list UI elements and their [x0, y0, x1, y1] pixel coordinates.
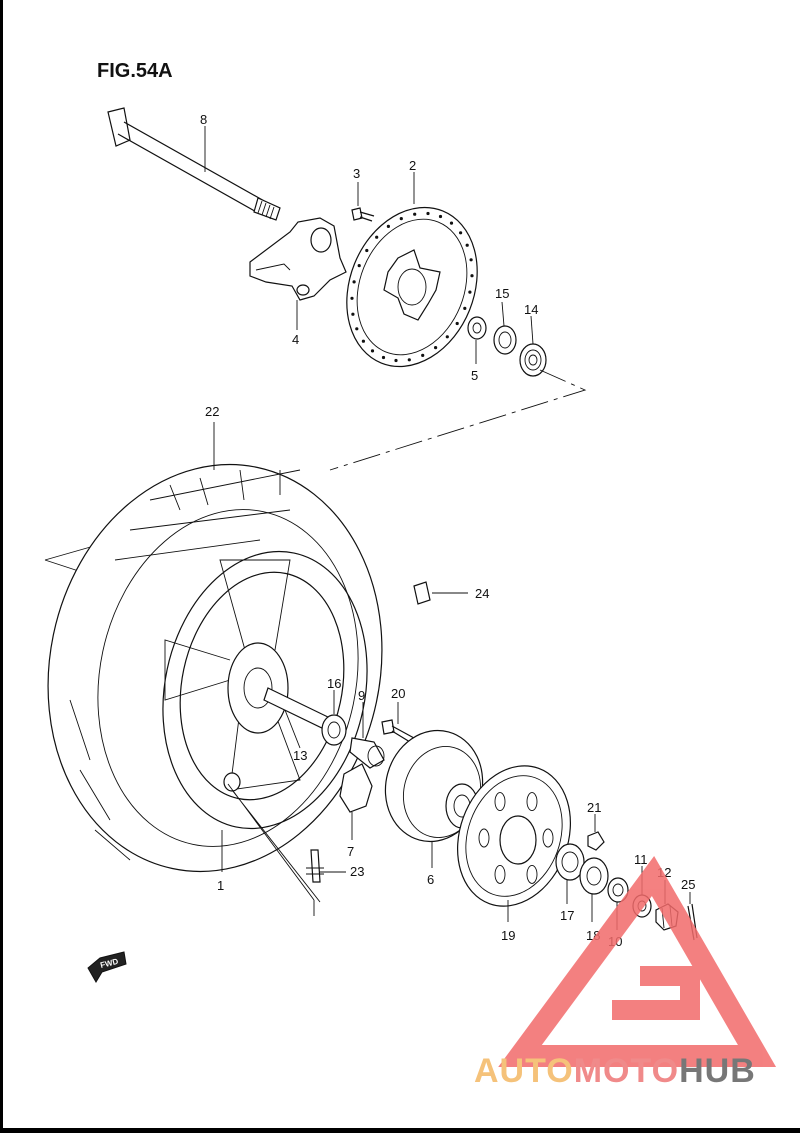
disc-hole: [426, 211, 430, 216]
disc-hole: [386, 224, 390, 228]
sprocket-carrier-part-6: [384, 729, 484, 868]
label-6: 6: [427, 872, 434, 887]
label-15: 15: [495, 286, 509, 301]
brake-disc-part-2: [346, 172, 478, 368]
sprocket-part-19: [456, 765, 572, 922]
disc-hole: [421, 353, 425, 357]
tire-part-22: [47, 422, 383, 873]
label-16: 16: [327, 676, 341, 691]
oil-seal-part-18: [579, 857, 609, 922]
disc-hole: [351, 312, 355, 316]
disc-hole: [350, 296, 354, 300]
label-21: 21: [587, 800, 601, 815]
watermark-moto: MOTO: [574, 1052, 679, 1090]
watermark-text: AUTOMOTOHUB: [474, 1052, 756, 1090]
label-13: 13: [293, 748, 307, 763]
forward-direction-arrow: FWD: [87, 951, 127, 983]
disc-hole: [375, 235, 379, 239]
axle-part-8: [107, 107, 281, 221]
label-24: 24: [475, 586, 489, 601]
sprocket-slot: [526, 792, 538, 812]
disc-hole: [407, 358, 411, 362]
spacer-part-5: [467, 316, 487, 364]
assembly-line-upper: [329, 369, 587, 471]
label-20: 20: [391, 686, 405, 701]
disc-hole: [399, 217, 403, 221]
page-left-border: [0, 0, 3, 1133]
bearing-part-14: [519, 315, 547, 377]
disc-hole: [355, 327, 359, 331]
wheel-rim-part-1: [162, 550, 368, 872]
disc-hole: [413, 212, 417, 216]
disc-hole: [361, 339, 365, 343]
label-11: 11: [634, 852, 648, 867]
label-2: 2: [409, 158, 416, 173]
caliper-bracket-part-4: [249, 217, 347, 330]
damper-part-7: [339, 763, 373, 840]
label-5: 5: [471, 368, 478, 383]
disc-hole: [434, 346, 438, 350]
valve-part-23: [227, 783, 346, 916]
label-22: 22: [205, 404, 219, 419]
label-25: 25: [681, 877, 695, 892]
label-3: 3: [353, 166, 360, 181]
disc-hole: [470, 274, 474, 278]
disc-hole: [352, 280, 356, 284]
sprocket-slot: [526, 864, 538, 884]
disc-hole: [438, 214, 443, 219]
label-4: 4: [292, 332, 299, 347]
label-7: 7: [347, 844, 354, 859]
label-17: 17: [560, 908, 574, 923]
sprocket-slot: [542, 828, 554, 848]
sprocket-slot: [494, 792, 506, 812]
bolt-part-3: [351, 182, 375, 222]
clip-part-24: [413, 581, 468, 605]
watermark-hub: HUB: [679, 1052, 756, 1090]
disc-hole: [463, 306, 467, 310]
label-14: 14: [524, 302, 538, 317]
bolt-part-20: [381, 702, 415, 743]
label-1: 1: [217, 878, 224, 893]
label-19: 19: [501, 928, 515, 943]
disc-hole: [394, 358, 398, 363]
oil-seal-part-15: [493, 301, 517, 355]
label-9: 9: [358, 688, 365, 703]
disc-hole: [370, 349, 375, 353]
disc-hole: [357, 264, 361, 268]
disc-hole: [449, 221, 454, 225]
figure-title: FIG.54A: [97, 60, 173, 82]
disc-hole: [465, 243, 469, 247]
sprocket-slot: [478, 828, 490, 848]
label-8: 8: [200, 112, 207, 127]
label-23: 23: [350, 864, 364, 879]
disc-hole: [469, 258, 473, 262]
nut-part-21: [587, 814, 605, 851]
disc-hole: [365, 248, 369, 253]
disc-hole: [459, 231, 463, 235]
bearing-part-16: [321, 690, 347, 746]
fwd-label: FWD: [99, 957, 119, 970]
disc-hole: [468, 290, 472, 294]
spacer-part-9: [349, 702, 385, 769]
disc-hole: [445, 335, 449, 339]
sprocket-slot: [494, 864, 506, 884]
disc-hole: [381, 355, 386, 360]
disc-hole: [455, 321, 459, 326]
automotohub-watermark-logo: [498, 855, 777, 1067]
watermark-auto: AUTO: [474, 1052, 574, 1090]
page-bottom-border: [0, 1128, 800, 1133]
bearing-part-17: [555, 843, 585, 904]
